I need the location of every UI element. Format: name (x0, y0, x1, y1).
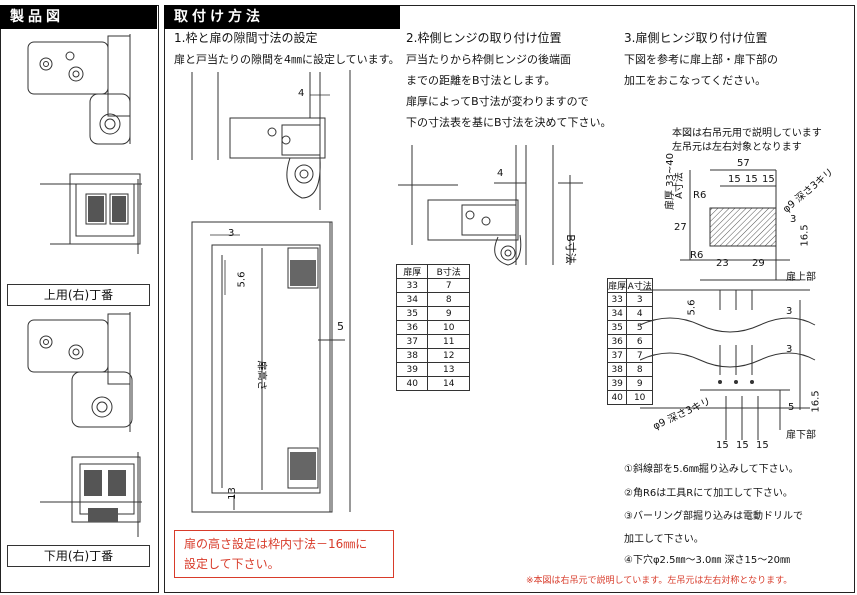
sec1-dim-13: 13 (226, 487, 238, 500)
sec2-dim-b: B寸法 (563, 234, 577, 264)
sec3-sub1: 本図は右吊元用で説明しています (672, 128, 822, 139)
sec3-dim-15d: 15 (716, 440, 729, 451)
install-header: 取付け方法 (164, 5, 400, 29)
sec3-dim-15f: 15 (756, 440, 769, 451)
sec3-dim-3b: 3 (786, 306, 793, 317)
sec3-dim-a: A寸法 (673, 172, 685, 199)
sec3-dim-3: 3 (790, 214, 797, 225)
sec1-door-height: 扉高さ (255, 360, 267, 391)
sec2-line2: までの距離をB寸法とします。 (406, 74, 556, 87)
sec1-dim-5: 5 (337, 320, 344, 333)
upper-hinge-drawing (27, 34, 142, 254)
sec3-dim-29: 29 (752, 258, 765, 269)
sec3-bottom-label: 扉下部 (786, 430, 816, 441)
sec3-th-thick: 扉厚 (606, 278, 628, 293)
sec2-dim-4: 4 (497, 168, 504, 179)
sec2-line4: 下の寸法表を基にB寸法を決めて下さい。 (406, 116, 612, 129)
sec3-sub2: 左吊元は左右対象となります (672, 142, 802, 153)
lower-hinge-caption: 下用(右)丁番 (7, 545, 150, 567)
sec3-note-3: ③バーリング部掘り込みは電動ドリルで (624, 511, 803, 522)
sec1-dim-4: 4 (298, 88, 305, 99)
sec3-dim-3c: 3 (786, 344, 793, 355)
sec3-drawing (639, 169, 816, 440)
sec3-dim-15e: 15 (736, 440, 749, 451)
sec2-th-b: B寸法 (427, 264, 470, 279)
sec3-dim-r6b: R6 (690, 250, 704, 261)
sec1-dim-3: 3 (228, 228, 235, 239)
sec2-line3: 扉厚によってB寸法が変わりますので (406, 95, 589, 108)
sec2-line1: 戸当たりから枠側ヒンジの後端面 (406, 53, 571, 66)
sec3-dim-57: 57 (737, 158, 750, 169)
sec3-dim-165b: 16.5 (810, 390, 822, 413)
sec3-title: 3.扉側ヒンジ取り付け位置 (624, 31, 768, 45)
sec3-dim-165: 16.5 (799, 224, 811, 247)
sec3-note-1: ①斜線部を5.6㎜掘り込みして下さい。 (624, 464, 799, 475)
sec1-desc: 扉と戸当たりの隙間を4㎜に設定しています。 (174, 53, 400, 66)
sec3-th-a: A寸法 (626, 278, 653, 293)
sec3-dim-15a: 15 (728, 174, 741, 185)
sec3-top-label: 扉上部 (786, 272, 816, 283)
sec2-title: 2.枠側ヒンジの取り付け位置 (406, 31, 562, 45)
sec3-dim-15c: 15 (762, 174, 775, 185)
sec3-line2: 加工をおこなってください。 (624, 74, 767, 87)
sec3-note-4: ④下穴φ2.5㎜～3.0㎜ 深さ15～20㎜ (624, 555, 790, 566)
sec3-dim-r6a: R6 (693, 190, 707, 201)
install-panel (164, 5, 855, 593)
sec2-drawing (398, 145, 583, 266)
sec3-dim-27: 27 (674, 222, 687, 233)
sec1-drawing (191, 70, 351, 513)
sec3-line1: 下図を参考に扉上部・扉下部の (624, 53, 778, 66)
height-note-box (174, 530, 394, 578)
sec3-dim-5: 5 (788, 402, 795, 413)
sec2-th-thick: 扉厚 (395, 264, 429, 279)
sec1-dim-56: 5.6 (236, 271, 248, 288)
sec3-dim-15b: 15 (745, 174, 758, 185)
height-note-line2: 設定して下さい。 (184, 557, 280, 571)
upper-hinge-caption: 上用(右)丁番 (7, 284, 150, 306)
sec3-note-3b: 加工して下さい。 (624, 534, 704, 545)
lower-hinge-drawing (27, 312, 142, 537)
product-header: 製品図 (0, 5, 157, 29)
footer-note: ※本図は右吊元で説明しています。左吊元は左右対称となります。 (526, 576, 793, 586)
sec3-note-2: ②角R6は工具Rにて加工して下さい。 (624, 488, 793, 499)
height-note-line1: 扉の高さ設定は枠内寸法－16㎜に (184, 537, 368, 551)
sec1-title: 1.枠と扉の隙間寸法の設定 (174, 31, 318, 45)
sec3-dim-56: 5.6 (686, 299, 698, 316)
sec3-dim-23: 23 (716, 258, 729, 269)
